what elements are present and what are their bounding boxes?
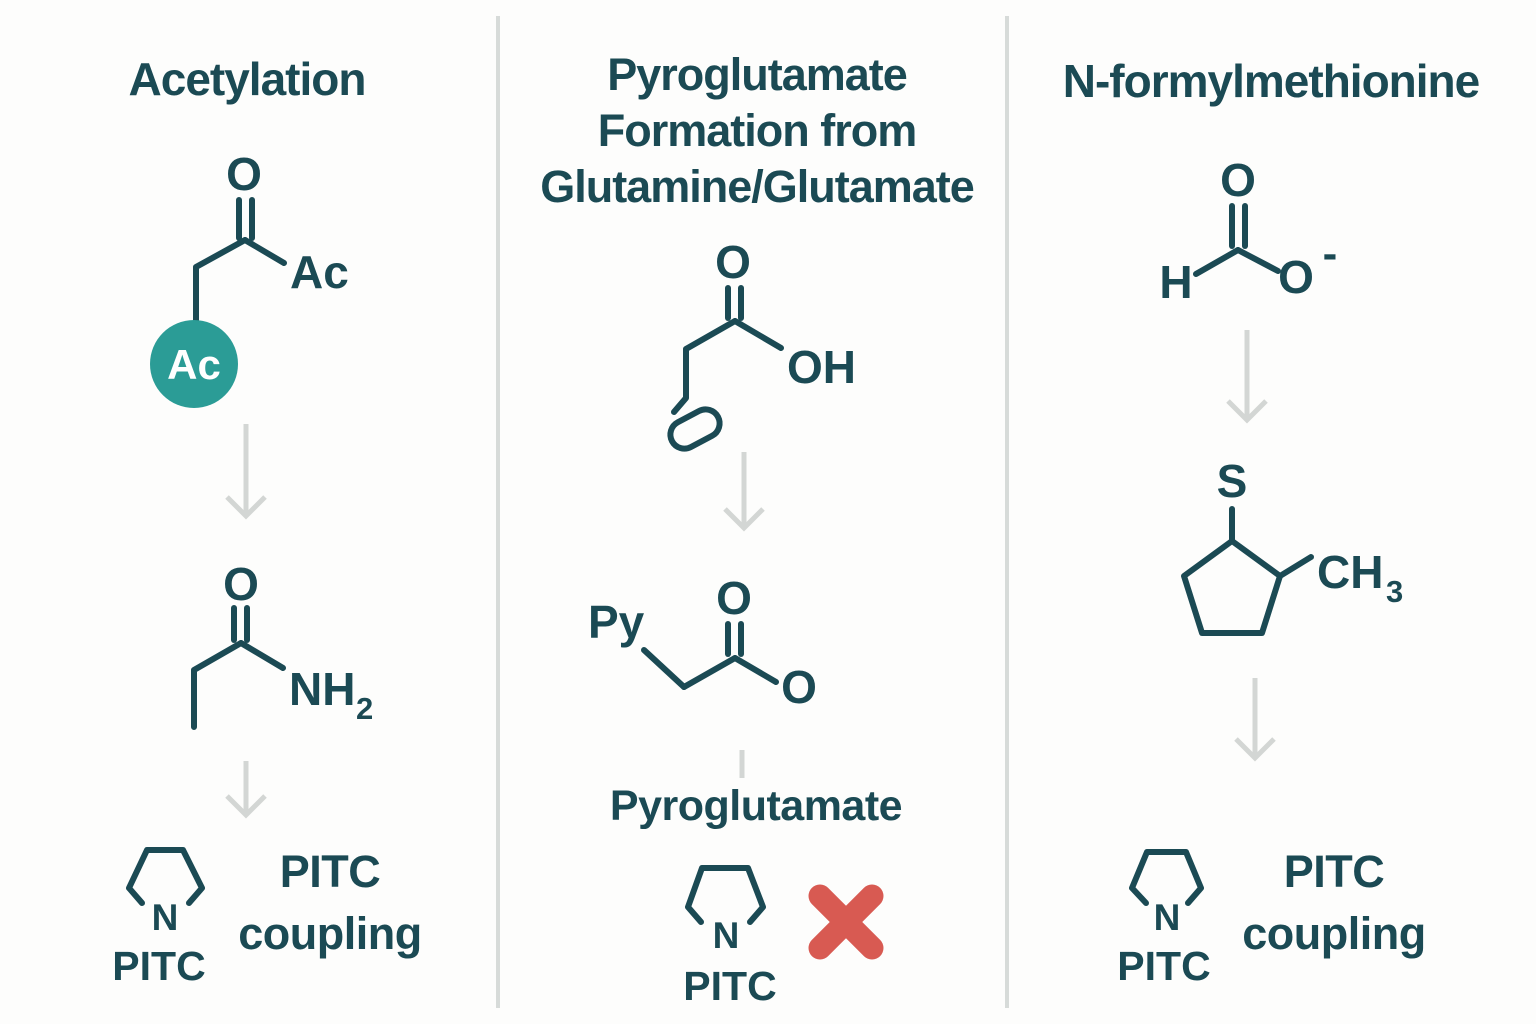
arrow-head [1226, 399, 1268, 424]
bond [242, 237, 287, 266]
pyroglutamate-product-label: Pyroglutamate [610, 782, 902, 830]
bond-chain [191, 640, 244, 730]
amide-structure: O NH 2 [191, 558, 373, 730]
down-arrow [225, 424, 267, 520]
acetyl-group-circle [150, 320, 238, 408]
pitc-ring-blocked: N PITC [683, 865, 884, 1009]
bond-chain [193, 237, 248, 325]
bond [1193, 247, 1241, 277]
cyclopentane-ring [1181, 538, 1283, 636]
down-arrow [1226, 330, 1268, 424]
down-arrow [225, 761, 267, 819]
methyl-subscript: 3 [1386, 574, 1403, 609]
ring-nitrogen-label: N [1154, 897, 1181, 938]
pitc-label: PITC [112, 943, 205, 989]
carbonyl-oxygen-label: O [223, 558, 259, 610]
column-title-pyroglutamate-line3: Glutamine/Glutamate [540, 161, 974, 212]
carbonyl-oxygen-label: O [1220, 154, 1256, 206]
ac-substituent-label: Ac [290, 246, 349, 298]
down-arrow [1234, 678, 1276, 762]
arrow-head [1234, 737, 1276, 762]
pitc-coupling-note-line2: coupling [238, 908, 421, 959]
bond [681, 655, 738, 690]
carbonyl-oxygen-label: O [716, 572, 752, 624]
bond [732, 318, 784, 351]
carboxylate-oxygen-label: O [781, 661, 817, 713]
carbonyl-oxygen-label: O [226, 148, 262, 200]
pyrrolidine-ring [1129, 849, 1204, 906]
backbone-capsule [667, 406, 723, 452]
ring-nitrogen-label: N [152, 897, 179, 938]
pitc-ring-result: N PITC PITC coupling [1117, 846, 1426, 989]
acetyl-circle-label: Ac [167, 341, 221, 388]
hydrogen-label: H [1159, 256, 1192, 308]
pitc-label: PITC [1117, 943, 1210, 989]
acetylated-peptide-structure: O Ac Ac [150, 148, 349, 408]
cross-stroke [808, 884, 884, 960]
bond [238, 640, 286, 671]
ring-nitrogen-label: N [713, 915, 740, 956]
pitc-coupling-note-line2: coupling [1242, 908, 1425, 959]
pyroglutamate-column: Pyroglutamate Formation from Glutamine/G… [540, 49, 975, 1009]
pitc-label: PITC [683, 963, 776, 1009]
blocked-cross-icon [808, 884, 884, 960]
pitc-coupling-note-line1: PITC [1284, 846, 1385, 897]
arrow-head [225, 495, 267, 520]
methyl-label: CH [1317, 546, 1383, 598]
bond [1235, 247, 1281, 274]
methionine-side-chain-structure: S CH 3 [1181, 455, 1403, 636]
pyroglutamate-structure: Py O O [588, 572, 817, 713]
pitc-ring-result: N PITC PITC coupling [112, 846, 422, 989]
pyrrolidine-ring [126, 847, 205, 906]
bond [732, 655, 779, 685]
pitc-coupling-note-line1: PITC [280, 846, 381, 897]
acetylation-column: Acetylation O Ac Ac O NH 2 [112, 53, 422, 989]
formylmethionine-column: N-formylmethionine O H O - S CH 3 [1063, 55, 1481, 989]
pyrrolidine-ring [685, 865, 766, 925]
column-title-acetylation: Acetylation [129, 53, 366, 105]
arrow-head [723, 507, 765, 532]
column-title-pyroglutamate-line2: Formation from [598, 105, 917, 156]
sulfur-label: S [1217, 455, 1248, 507]
hydroxyl-label: OH [787, 341, 856, 393]
py-label: Py [588, 596, 645, 648]
bond [1277, 554, 1314, 579]
bond [641, 647, 687, 690]
formate-structure: O H O - [1159, 154, 1337, 308]
amide-subscript: 2 [356, 691, 373, 726]
down-arrow [723, 452, 765, 532]
amide-nh-label: NH [289, 663, 355, 715]
bond-chain [671, 318, 738, 415]
glutamate-side-chain-structure: O OH [667, 236, 856, 452]
column-title-formylmethionine: N-formylmethionine [1063, 55, 1480, 107]
arrow-head [225, 794, 267, 819]
column-title-pyroglutamate-line1: Pyroglutamate [607, 49, 907, 100]
oxygen-anion-label: O [1278, 251, 1314, 303]
carbonyl-oxygen-label: O [715, 236, 751, 288]
negative-charge-label: - [1323, 229, 1338, 278]
